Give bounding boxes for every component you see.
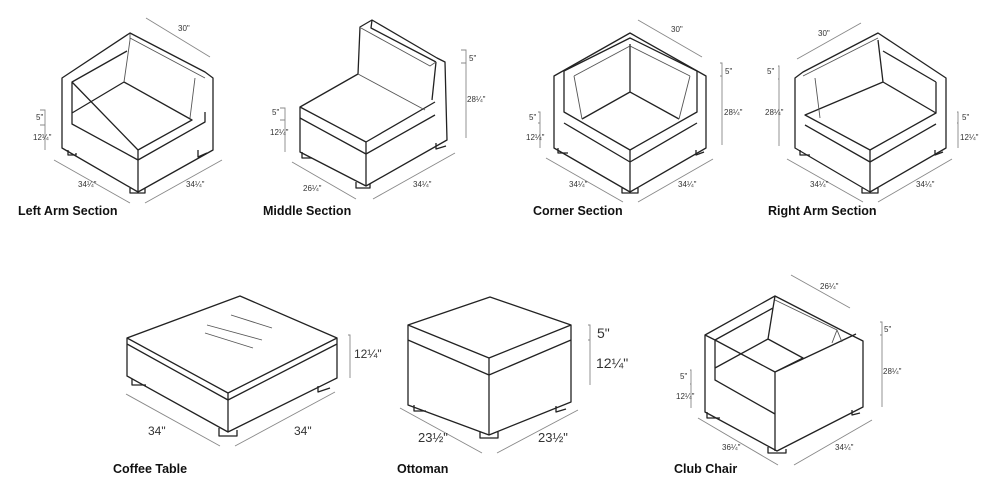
dim-back: 5"	[725, 67, 733, 76]
dim-seat: 12¼"	[596, 355, 629, 371]
dim-left: 34"	[148, 424, 166, 438]
dim-cushion: 5"	[36, 113, 44, 122]
dim-left: 34¼"	[78, 180, 97, 189]
dim-cushion: 5"	[962, 113, 970, 122]
dim-depth-top: 26¼"	[820, 282, 839, 291]
dim-cushion: 5"	[529, 113, 537, 122]
label-middle-section: Middle Section	[263, 204, 352, 218]
dim-depth-top: 30"	[671, 25, 683, 34]
ottoman-drawing	[407, 296, 572, 439]
coffee-table-drawing	[126, 295, 338, 437]
dim-back: 5"	[469, 54, 477, 63]
dim-right: 23½"	[538, 430, 568, 445]
dim-seat: 12¼"	[270, 128, 289, 137]
dim-depth-top: 30"	[818, 29, 830, 38]
club-chair-drawing	[704, 295, 864, 454]
dim-right: 34¼"	[186, 180, 205, 189]
dim-depth-top: 30"	[178, 24, 190, 33]
dim-cushion: 5"	[680, 372, 688, 381]
dim-height: 28¼"	[467, 95, 486, 104]
dim-left: 26¼"	[303, 184, 322, 193]
dim-left: 23½"	[418, 430, 448, 445]
dim-height: 12¼"	[354, 347, 382, 361]
dim-seat: 12¼"	[526, 133, 545, 142]
dim-right: 34¼"	[413, 180, 432, 189]
dimension-lines	[40, 17, 959, 466]
dim-seat: 12¼"	[676, 392, 695, 401]
label-ottoman: Ottoman	[397, 462, 449, 476]
label-right-arm-section: Right Arm Section	[768, 204, 877, 218]
dim-left: 34¼"	[810, 180, 829, 189]
label-corner-section: Corner Section	[533, 204, 623, 218]
dim-right: 34¼"	[916, 180, 935, 189]
dim-seat: 12¼"	[33, 133, 52, 142]
dim-right: 34¼"	[678, 180, 697, 189]
dim-seat: 12¼"	[960, 133, 979, 142]
dim-cushion: 5"	[272, 108, 280, 117]
dim-cushion: 5"	[597, 325, 610, 341]
dim-height: 28¼"	[883, 367, 902, 376]
middle-section-drawing	[299, 19, 448, 189]
dim-height: 28¼"	[765, 108, 784, 117]
dim-left: 34¼"	[569, 180, 588, 189]
dim-back: 5"	[767, 67, 775, 76]
right-arm-section-drawing	[794, 32, 947, 194]
dim-right: 34"	[294, 424, 312, 438]
dim-left: 36¼"	[722, 443, 741, 452]
label-coffee-table: Coffee Table	[113, 462, 188, 476]
dim-height: 28¼"	[724, 108, 743, 117]
label-left-arm-section: Left Arm Section	[18, 204, 118, 218]
dim-right: 34¼"	[835, 443, 854, 452]
label-club-chair: Club Chair	[674, 462, 738, 476]
dim-back: 5"	[884, 325, 892, 334]
left-arm-section-drawing	[61, 32, 214, 194]
corner-section-drawing	[553, 32, 707, 194]
